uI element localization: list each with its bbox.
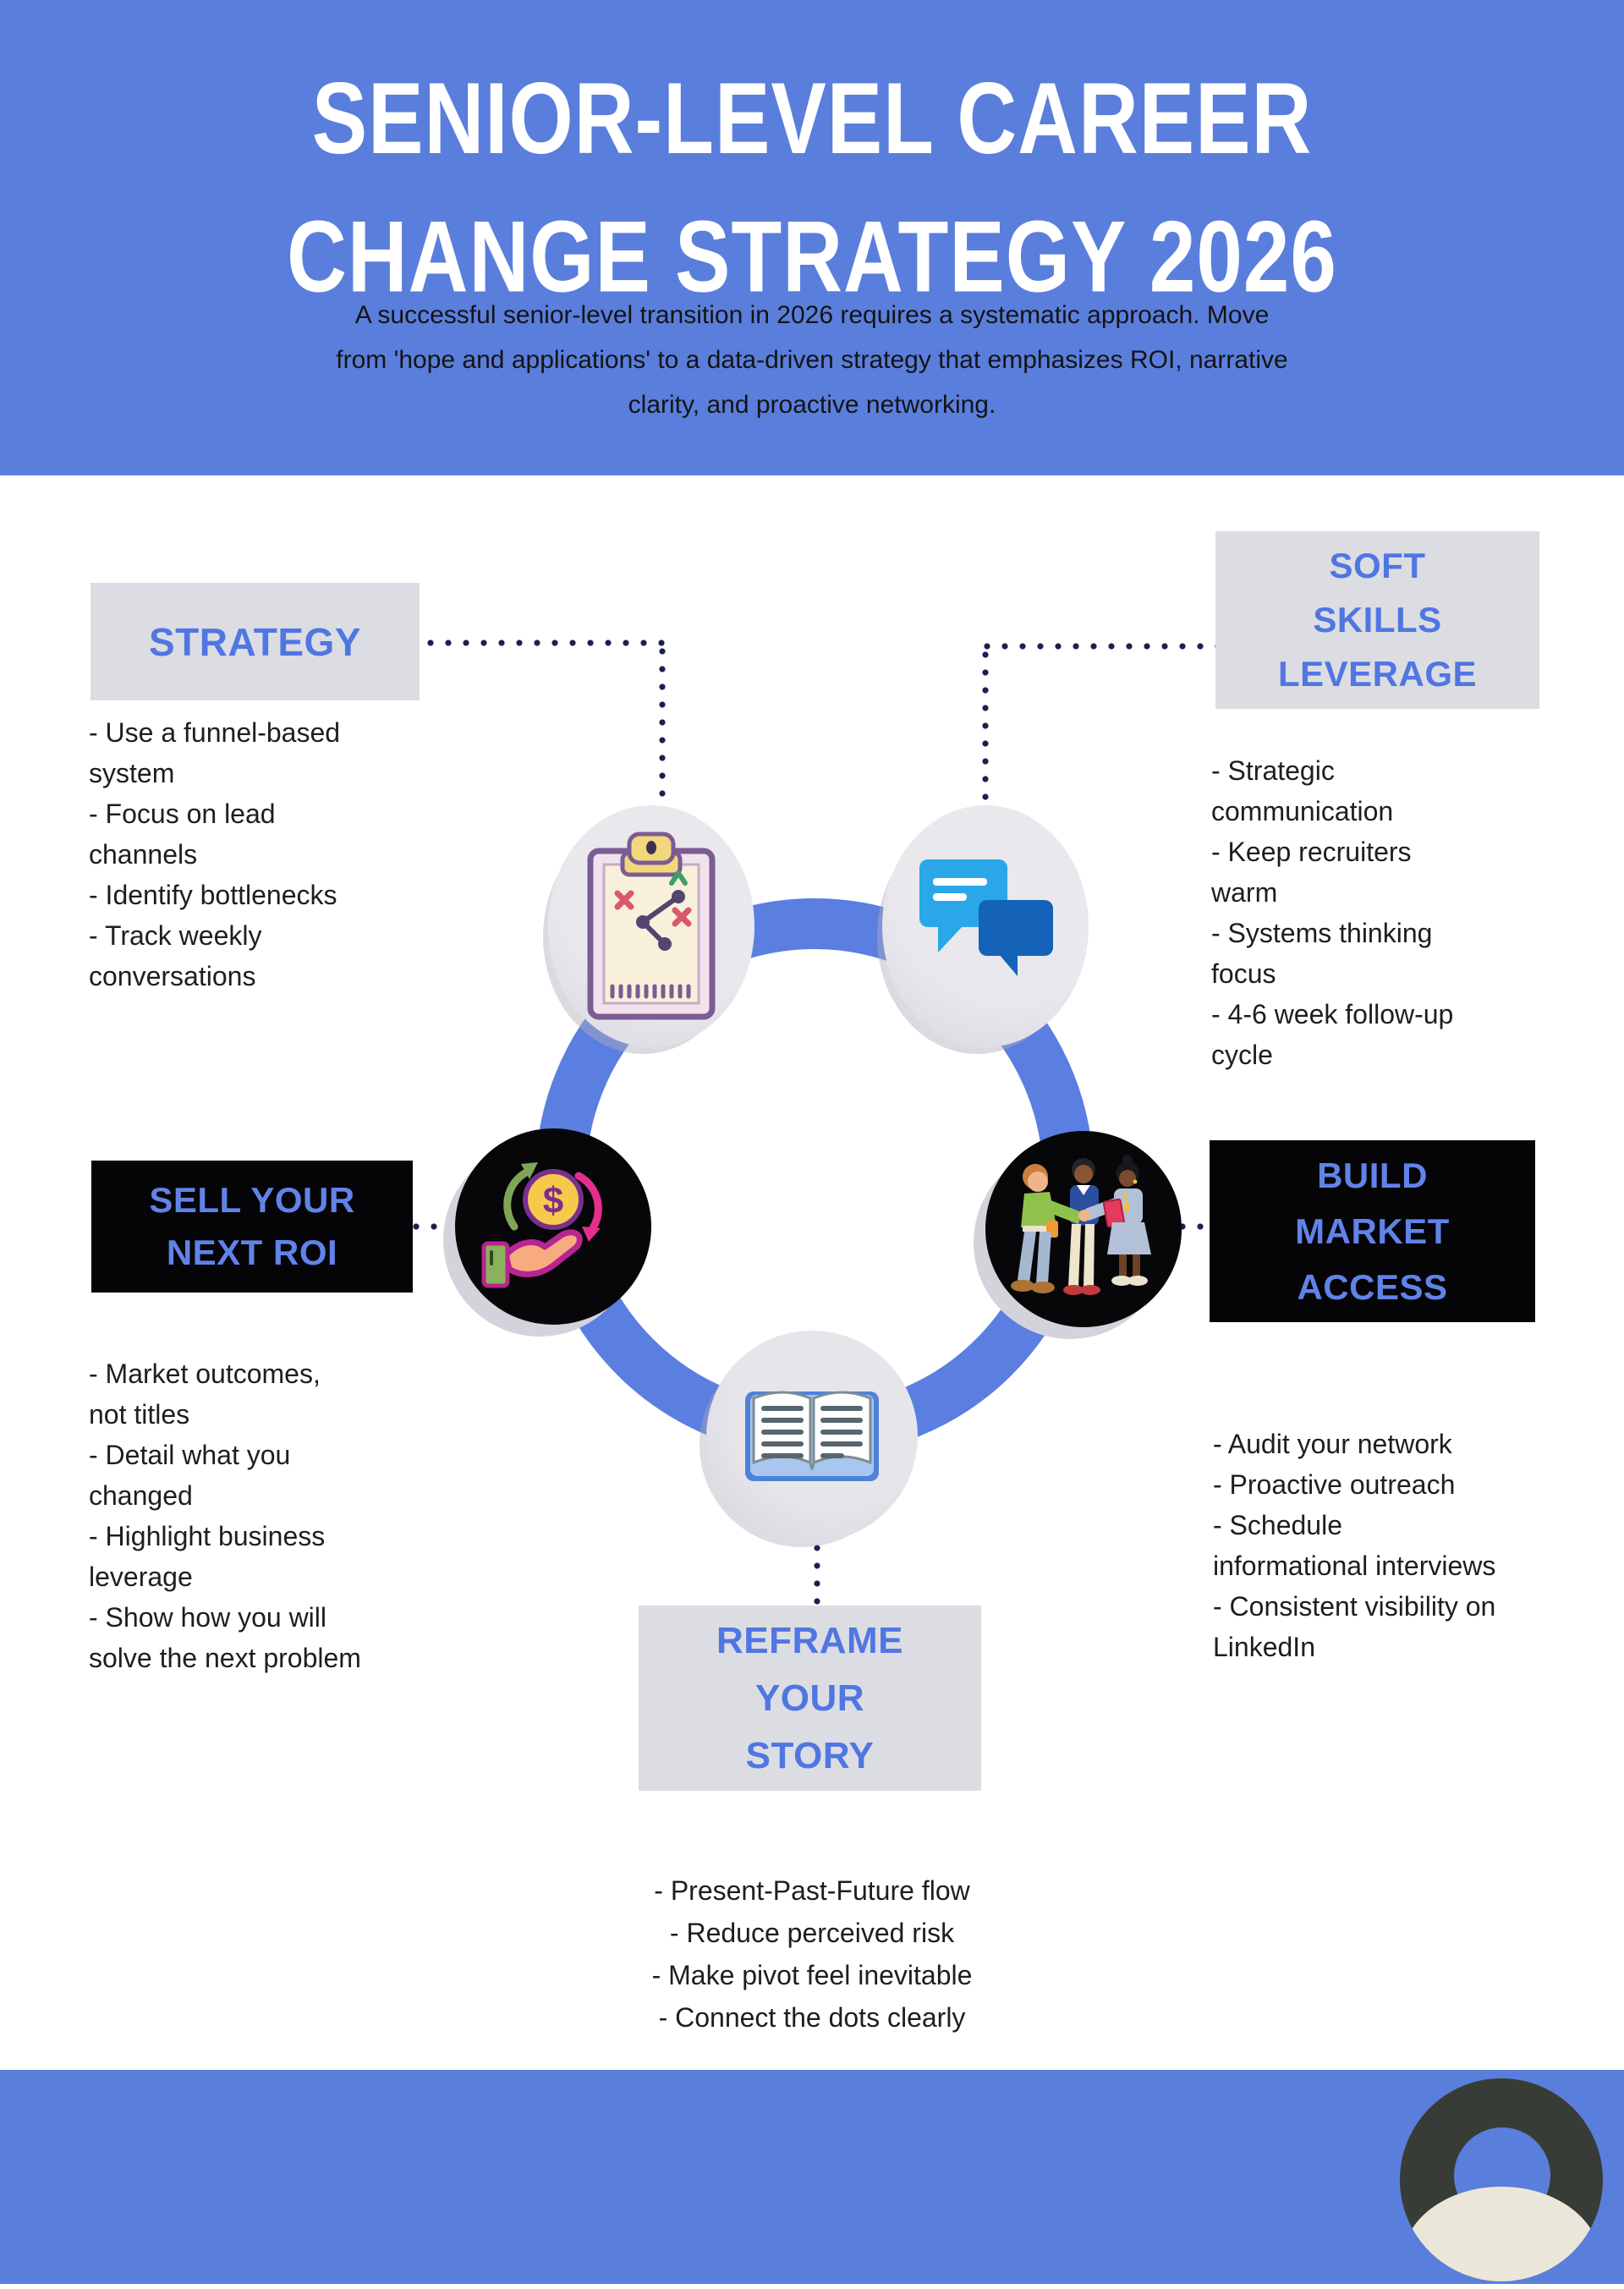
chat-bubbles-icon bbox=[919, 859, 1053, 976]
node-reframe-story bbox=[706, 1331, 918, 1542]
text-line: - Focus on lead bbox=[89, 799, 276, 829]
person-avatar-icon bbox=[1400, 2078, 1603, 2281]
text-line: - Consistent visibility on bbox=[1213, 1591, 1496, 1622]
text-line: - Highlight business bbox=[89, 1521, 326, 1551]
text-line: - Identify bottlenecks bbox=[89, 880, 337, 910]
bullets-reframe-story: - Present-Past-Future flow - Reduce perce… bbox=[558, 1869, 1066, 2039]
bullets-sell-roi: - Market outcomes, not titles - Detail wha… bbox=[89, 1353, 361, 1678]
text-line: - Systems thinking bbox=[1211, 918, 1433, 948]
node-sell-roi: $ bbox=[455, 1128, 651, 1325]
label-sell-your-next-roi: SELL YOUR NEXT ROI bbox=[91, 1161, 413, 1293]
text-line: BUILD bbox=[1317, 1155, 1428, 1195]
node-strategy bbox=[548, 805, 754, 1047]
dotted-connector-soft-h bbox=[984, 643, 1215, 650]
text-line: - Track weekly bbox=[89, 920, 262, 951]
text-line: focus bbox=[1211, 958, 1276, 989]
open-book-icon bbox=[745, 1391, 879, 1481]
text-line: SENIOR-LEVEL CAREER bbox=[311, 61, 1313, 175]
text-line: - Audit your network bbox=[1213, 1429, 1452, 1459]
text-line: system bbox=[89, 758, 175, 788]
text-line: channels bbox=[89, 839, 198, 870]
bullets-build-access: - Audit your network - Proactive outreach… bbox=[1213, 1424, 1495, 1667]
text-line: - Schedule bbox=[1213, 1510, 1342, 1540]
text-line: warm bbox=[1211, 877, 1278, 908]
text-line: not titles bbox=[89, 1399, 190, 1430]
text-line: conversations bbox=[89, 961, 256, 991]
text-line: leverage bbox=[89, 1562, 193, 1592]
text-line: A successful senior-level transition in … bbox=[354, 301, 1270, 329]
text-line: REFRAME bbox=[716, 1619, 904, 1661]
avatar-shoulders bbox=[1402, 2187, 1600, 2281]
text-line: - Show how you will bbox=[89, 1602, 326, 1633]
text-line: changed bbox=[89, 1480, 193, 1511]
bullets-strategy: - Use a funnel-based system - Focus on lea… bbox=[89, 712, 340, 996]
node-build-access bbox=[985, 1131, 1182, 1327]
dotted-connector-strategy-h bbox=[427, 639, 666, 646]
text-line: LEVERAGE bbox=[1277, 654, 1478, 694]
text-line: YOUR bbox=[754, 1677, 865, 1719]
footer-banner bbox=[0, 2070, 1624, 2284]
text-line: STORY bbox=[745, 1734, 875, 1776]
text-line: ACCESS bbox=[1297, 1266, 1448, 1307]
text-line: - Make pivot feel inevitable bbox=[651, 1960, 973, 1990]
page-title: SENIOR-LEVEL CAREER CHANGE STRATEGY 2026 bbox=[0, 49, 1624, 326]
text-line: LinkedIn bbox=[1213, 1632, 1315, 1662]
svg-text:$: $ bbox=[543, 1180, 563, 1221]
label-strategy: STRATEGY bbox=[91, 583, 420, 700]
label-soft-skills-leverage: SOFT SKILLS LEVERAGE bbox=[1215, 531, 1539, 709]
text-line: - Detail what you bbox=[89, 1440, 291, 1470]
text-line: MARKET bbox=[1295, 1210, 1450, 1251]
label-reframe-your-story: REFRAME YOUR STORY bbox=[639, 1606, 981, 1791]
text-line: SKILLS bbox=[1313, 600, 1442, 639]
text-line: - Market outcomes, bbox=[89, 1359, 321, 1389]
label-build-market-access: BUILD MARKET ACCESS bbox=[1210, 1140, 1535, 1322]
node-soft-skills bbox=[882, 805, 1089, 1047]
text-line: communication bbox=[1211, 796, 1394, 826]
text-line: informational interviews bbox=[1213, 1551, 1496, 1581]
people-networking-icon bbox=[1011, 1155, 1151, 1295]
text-line: SELL YOUR bbox=[149, 1180, 355, 1220]
dotted-connector-soft-v bbox=[982, 651, 989, 804]
text-line: from 'hope and applications' to a data-d… bbox=[336, 346, 1288, 374]
text-line: - Use a funnel-based bbox=[89, 717, 341, 748]
text-line: - Proactive outreach bbox=[1213, 1469, 1456, 1500]
text-line: CHANGE STRATEGY 2026 bbox=[287, 200, 1337, 314]
page-subtitle: A successful senior-level transition in … bbox=[0, 293, 1624, 427]
text-line: - Strategic bbox=[1211, 755, 1335, 786]
text-line: - 4-6 week follow-up bbox=[1211, 999, 1454, 1029]
text-line: NEXT ROI bbox=[166, 1232, 338, 1272]
text-line: - Connect the dots clearly bbox=[658, 2002, 966, 2033]
text-line: - Present-Past-Future flow bbox=[654, 1875, 970, 1906]
bullets-soft-skills: - Strategic communication - Keep recruiter… bbox=[1211, 750, 1453, 1075]
dotted-connector-strategy-v bbox=[659, 648, 666, 807]
text-line: STRATEGY bbox=[148, 619, 362, 664]
dotted-connector-build bbox=[1179, 1223, 1213, 1230]
hand-dollar-icon: $ bbox=[481, 1162, 602, 1288]
text-line: - Keep recruiters bbox=[1211, 837, 1412, 867]
dotted-connector-sell bbox=[413, 1223, 453, 1230]
text-line: SOFT bbox=[1329, 546, 1426, 585]
text-line: - Reduce perceived risk bbox=[669, 1918, 955, 1948]
dotted-connector-reframe bbox=[814, 1545, 820, 1606]
text-line: cycle bbox=[1211, 1040, 1273, 1070]
text-line: solve the next problem bbox=[89, 1643, 361, 1673]
text-line: clarity, and proactive networking. bbox=[628, 391, 996, 419]
clipboard-strategy-icon bbox=[587, 832, 716, 1020]
